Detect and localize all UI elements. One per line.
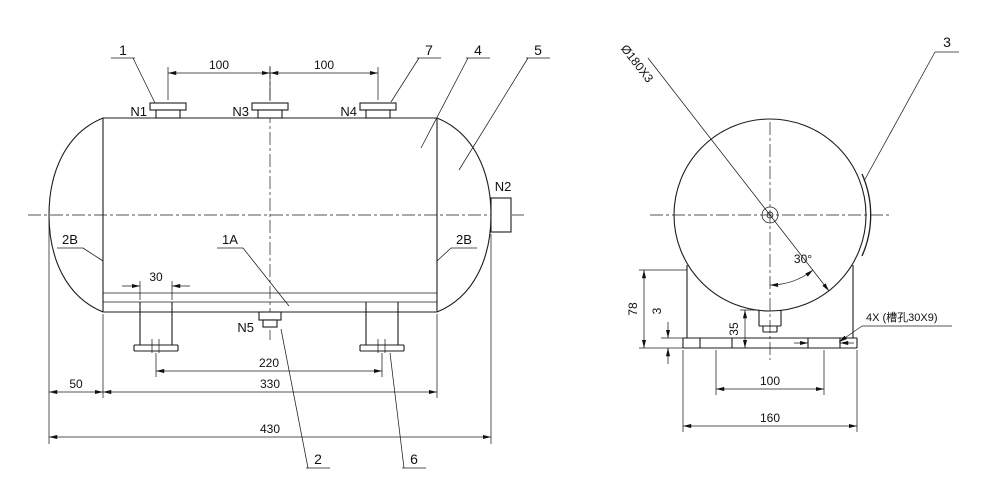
right-saddle-bolt-marks xyxy=(377,339,386,353)
nozzle-label-n2: N2 xyxy=(495,179,512,194)
nozzle-n1-neck xyxy=(155,109,181,119)
shell-circle xyxy=(673,118,872,312)
balloon-6: 6 xyxy=(410,451,418,467)
angle-callout: 30° xyxy=(769,252,814,288)
left-saddle-bolt-marks xyxy=(151,339,160,353)
dim-base-height: 35 xyxy=(727,322,741,336)
nameplate-arc xyxy=(861,173,872,257)
nozzle-n2-stub xyxy=(490,197,512,233)
dim-tangent-length: 330 xyxy=(260,377,280,391)
balloon-2: 2 xyxy=(314,451,322,467)
left-saddle-web xyxy=(139,302,173,345)
end-view: Ø180X3 30° 3 78 3 35 xyxy=(618,34,959,432)
balloon-3: 3 xyxy=(943,34,951,50)
end-dimensions: 78 3 35 100 160 xyxy=(626,269,858,432)
nozzle-n4-flange xyxy=(359,102,397,111)
nozzle-label-n3: N3 xyxy=(232,104,249,119)
balloon-3-group: 3 xyxy=(863,34,959,182)
end-saddle xyxy=(682,265,858,349)
end-saddle-webs xyxy=(686,265,854,338)
dim-angle: 30° xyxy=(794,252,812,266)
dim-plate-thickness: 3 xyxy=(650,307,664,314)
right-saddle-base xyxy=(359,344,405,352)
slot-note: 4X (槽孔30X9) xyxy=(866,311,938,324)
dim-saddle-span: 220 xyxy=(259,356,279,370)
dim-saddle-width: 30 xyxy=(149,270,163,284)
balloon-7: 7 xyxy=(425,42,433,58)
nozzle-n5-end-view xyxy=(758,310,782,333)
nozzle-n3-flange xyxy=(251,102,289,111)
dim-shell-dia: Ø180X3 xyxy=(618,42,656,86)
dim-overall-length: 430 xyxy=(260,422,280,436)
nozzle-label-n4: N4 xyxy=(340,104,357,119)
dim-saddle-height: 78 xyxy=(626,302,640,316)
nozzle-n5-flange xyxy=(262,319,278,328)
nozzle-n1-flange xyxy=(149,102,187,111)
weld-label-left: 2B xyxy=(62,232,78,247)
left-saddle-base xyxy=(133,344,179,352)
base-slot-holes xyxy=(699,338,841,348)
nozzle-n3-neck xyxy=(257,109,283,119)
weld-callouts: 2B 2B 1A xyxy=(57,232,477,307)
weld-label-bottom: 1A xyxy=(222,232,238,247)
dim-pitch-right: 100 xyxy=(314,58,334,72)
left-head xyxy=(48,117,104,313)
saddle-supports xyxy=(133,302,405,353)
side-view: 100 100 30 220 50 330 430 N1 N3 N4 N2 xyxy=(28,42,550,469)
center-nozzle-inner xyxy=(766,211,774,219)
side-dimensions: 100 100 30 220 50 330 430 xyxy=(48,58,492,444)
nozzle-n4-neck xyxy=(365,109,391,119)
center-nozzle-outer xyxy=(761,206,779,224)
nozzles xyxy=(149,102,512,328)
right-saddle-web xyxy=(365,302,399,345)
nozzle-labels: N1 N3 N4 N2 N5 xyxy=(130,104,511,335)
end-saddle-base xyxy=(682,337,858,349)
slot-note-group: 4X (槽孔30X9) xyxy=(838,311,952,343)
dim-base-width: 160 xyxy=(760,411,780,425)
balloon-1: 1 xyxy=(119,42,127,58)
weld-label-right: 2B xyxy=(456,232,472,247)
balloon-5: 5 xyxy=(534,42,542,58)
end-centerlines xyxy=(650,122,892,360)
dim-pitch-left: 100 xyxy=(209,58,229,72)
dim-head-projection: 50 xyxy=(69,377,83,391)
nozzle-label-n1: N1 xyxy=(130,104,147,119)
dim-slot-span: 100 xyxy=(760,374,780,388)
balloon-4: 4 xyxy=(474,42,482,58)
nozzle-label-n5: N5 xyxy=(237,320,254,335)
item-balloons: 1 7 4 5 2 6 xyxy=(111,42,550,469)
nozzle-n5-neck xyxy=(258,311,282,321)
